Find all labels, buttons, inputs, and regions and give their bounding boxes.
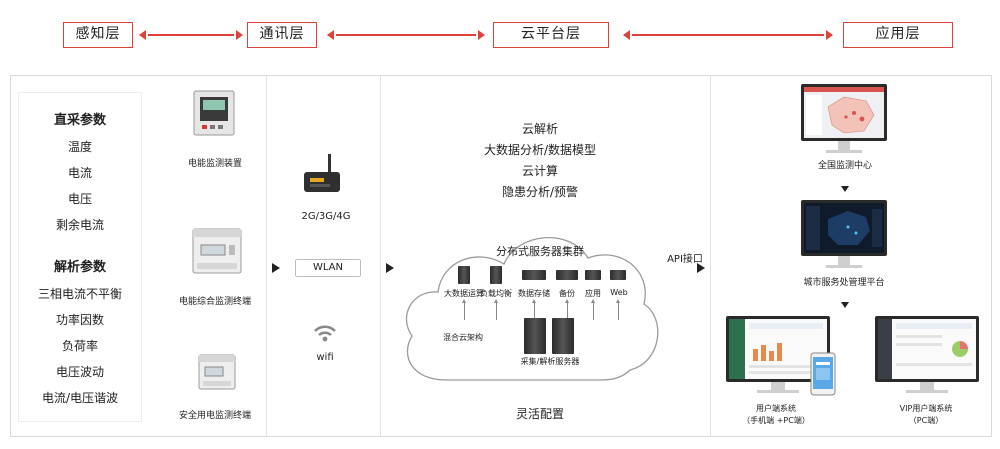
cloud-line: 云解析 — [521, 122, 558, 136]
user-system-monitor — [726, 316, 830, 382]
parameter-list-box — [18, 92, 142, 422]
wlan-label: WLAN — [295, 259, 361, 277]
cluster-title: 分布式服务器集群 — [496, 245, 584, 258]
direct-params-title: 直采参数 — [53, 113, 106, 128]
monitor-screen — [804, 87, 884, 138]
collector-label: 采集/解析服务器 — [520, 357, 580, 366]
smartphone-icon — [810, 352, 836, 396]
device-label: 安全用电监测终端 — [178, 411, 251, 421]
layer-sensing: 感知层 — [63, 22, 133, 48]
layer-application: 应用层 — [843, 22, 953, 48]
integrated-terminal-icon — [192, 228, 242, 274]
arrow-right-icon — [386, 263, 394, 273]
up-arrow-icon — [462, 299, 466, 320]
city-monitor — [801, 200, 887, 256]
param-item: 电压波动 — [55, 365, 104, 379]
up-arrow-icon — [532, 299, 536, 320]
national-center-label: 全国监测中心 — [817, 161, 872, 171]
server-icon — [458, 266, 470, 284]
monitor-screen — [804, 203, 884, 253]
monitor-base — [826, 150, 862, 153]
monitor-screen — [878, 319, 976, 379]
monitor-stand — [838, 141, 850, 150]
monitor-stand — [920, 382, 934, 390]
api-label: API接口 — [667, 254, 703, 265]
vip-system-sublabel: （PC端） — [908, 416, 944, 425]
dark-dashboard-icon — [806, 206, 882, 250]
param-item: 电流 — [67, 166, 92, 180]
up-arrow-icon — [494, 299, 498, 320]
divider-2 — [380, 76, 381, 436]
param-item: 功率因数 — [55, 313, 104, 327]
server-icon — [490, 266, 502, 284]
down-arrow-icon — [841, 302, 849, 308]
layer-cloud-platform: 云平台层 — [493, 22, 609, 48]
monitor-screen — [729, 319, 827, 379]
param-item: 三相电流不平衡 — [37, 287, 122, 301]
param-item: 负荷率 — [61, 339, 98, 353]
analysis-params-title: 解析参数 — [53, 260, 106, 275]
server-label: 大数据运算 — [444, 289, 484, 298]
server-label: Web — [610, 288, 628, 297]
vip-dashboard-icon — [878, 319, 972, 379]
server-label: 备份 — [559, 289, 575, 298]
wifi-icon — [314, 325, 336, 342]
bidirectional-arrow-3 — [623, 30, 833, 40]
monitor-base — [826, 265, 862, 268]
safety-terminal-icon — [198, 354, 236, 390]
divider-1 — [266, 76, 267, 436]
server-icon — [556, 270, 578, 280]
hybrid-cloud-label: 混合云架构 — [443, 333, 483, 342]
monitor-base — [906, 390, 948, 393]
national-monitor — [801, 84, 887, 141]
user-dashboard-icon — [729, 319, 823, 379]
cloud-line: 大数据分析/数据模型 — [483, 143, 597, 157]
param-item: 电流/电压谐波 — [41, 391, 119, 405]
server-icon — [585, 270, 601, 280]
cloud-line: 云计算 — [521, 164, 558, 178]
energy-monitor-device-icon — [193, 90, 235, 136]
vip-system-label: VIP用户端系统 — [899, 404, 953, 413]
server-icon — [522, 270, 546, 280]
user-system-label: 用户端系统 — [756, 404, 796, 413]
wifi-label: wifi — [316, 352, 334, 363]
arrow-right-icon — [697, 263, 705, 273]
layer-communication: 通讯层 — [247, 22, 317, 48]
up-arrow-icon — [565, 299, 569, 320]
cloud-line: 隐患分析/预警 — [501, 185, 579, 199]
server-label: 数据存储 — [518, 289, 550, 298]
collector-server-icon — [524, 318, 546, 354]
user-system-sublabel: （手机端 +PC端） — [742, 416, 810, 425]
bidirectional-arrow-2 — [327, 30, 485, 40]
map-dashboard-icon — [804, 87, 884, 135]
param-item: 剩余电流 — [55, 218, 104, 232]
flexible-config-label: 灵活配置 — [515, 407, 564, 421]
server-icon — [610, 270, 626, 280]
param-item: 温度 — [67, 140, 92, 154]
vip-system-monitor — [875, 316, 979, 382]
up-arrow-icon — [616, 299, 620, 320]
down-arrow-icon — [841, 186, 849, 192]
gprs-modem-icon — [304, 154, 340, 192]
server-label: 负载均衡 — [480, 289, 512, 298]
divider-3 — [710, 76, 711, 436]
monitor-stand — [771, 382, 785, 390]
city-platform-label: 城市服务处管理平台 — [803, 278, 885, 288]
network-label: 2G/3G/4G — [301, 211, 351, 222]
up-arrow-icon — [591, 299, 595, 320]
bidirectional-arrow-1 — [139, 30, 243, 40]
device-label: 电能综合监测终端 — [178, 297, 251, 307]
monitor-base — [757, 390, 799, 393]
collector-server-icon — [552, 318, 574, 354]
param-item: 电压 — [67, 192, 92, 206]
server-label: 应用 — [585, 289, 601, 298]
device-label: 电能监测装置 — [187, 159, 242, 169]
arrow-right-icon — [272, 263, 280, 273]
monitor-stand — [838, 256, 850, 265]
